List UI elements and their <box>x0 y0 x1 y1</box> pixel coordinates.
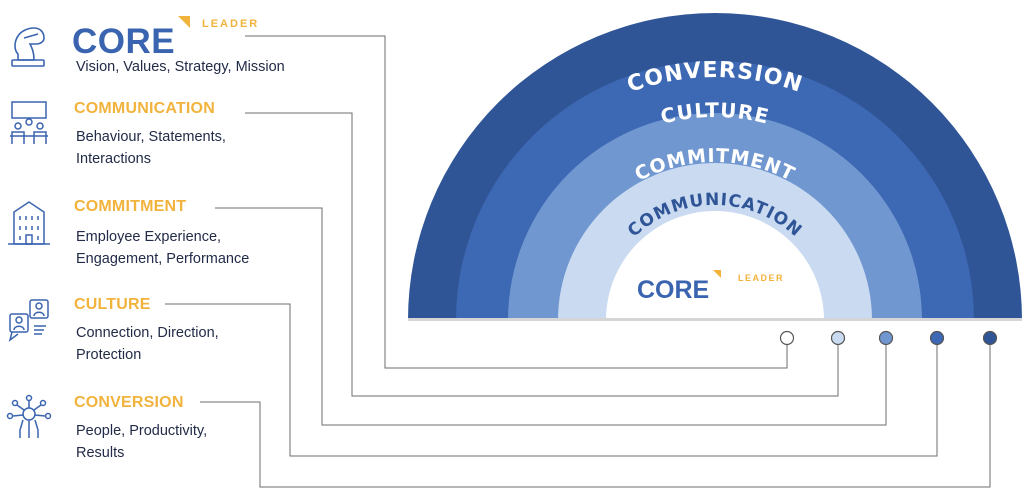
commitment-title: COMMITMENT <box>74 198 187 215</box>
connector-core <box>245 35 788 369</box>
connector-lines <box>165 35 991 488</box>
center-logo-flag <box>713 270 721 278</box>
commitment-description: Employee Experience, Engagement, Perform… <box>76 229 250 267</box>
connector-commitment <box>215 207 887 426</box>
ring-core <box>606 211 824 320</box>
conversion-title: CONVERSION <box>74 394 184 411</box>
marker-culture <box>929 330 945 346</box>
video-call-people-icon <box>6 296 52 346</box>
communication-item: COMMUNICATION Behaviour, Statements, Int… <box>0 100 340 190</box>
core-item: CORE LEADER Vision, Values, Strategy, Mi… <box>0 10 340 100</box>
meeting-table-icon <box>6 100 52 150</box>
core-logo-word: CORE <box>72 22 176 61</box>
center-logo-word: CORE <box>637 276 709 304</box>
marker-core <box>779 330 795 346</box>
marker-conversion <box>982 330 998 346</box>
culture-item: CULTURE Connection, Direction, Protectio… <box>0 296 340 386</box>
connector-conversion <box>200 344 991 488</box>
communication-title: COMMUNICATION <box>74 100 215 117</box>
core-description: Vision, Values, Strategy, Mission <box>76 59 285 75</box>
office-building-icon <box>6 198 52 248</box>
culture-description: Connection, Direction, Protection <box>76 325 219 363</box>
commitment-item: COMMITMENT Employee Experience, Engageme… <box>0 198 340 288</box>
connector-communication <box>245 112 839 397</box>
core-leader-logo: CORE LEADER <box>72 16 272 62</box>
culture-title: CULTURE <box>74 296 151 313</box>
center-logo-tag: LEADER <box>738 273 784 283</box>
chess-knight-icon <box>6 20 52 70</box>
marker-commitment <box>878 330 894 346</box>
conversion-description: People, Productivity, Results <box>76 423 208 461</box>
network-hub-icon <box>6 394 52 444</box>
marker-communication <box>830 330 846 346</box>
connector-culture <box>165 303 938 457</box>
core-logo-tag: LEADER <box>202 18 260 30</box>
core-logo-flag <box>178 16 190 28</box>
communication-description: Behaviour, Statements, Interactions <box>76 129 226 167</box>
conversion-item: CONVERSION People, Productivity, Results <box>0 394 340 484</box>
